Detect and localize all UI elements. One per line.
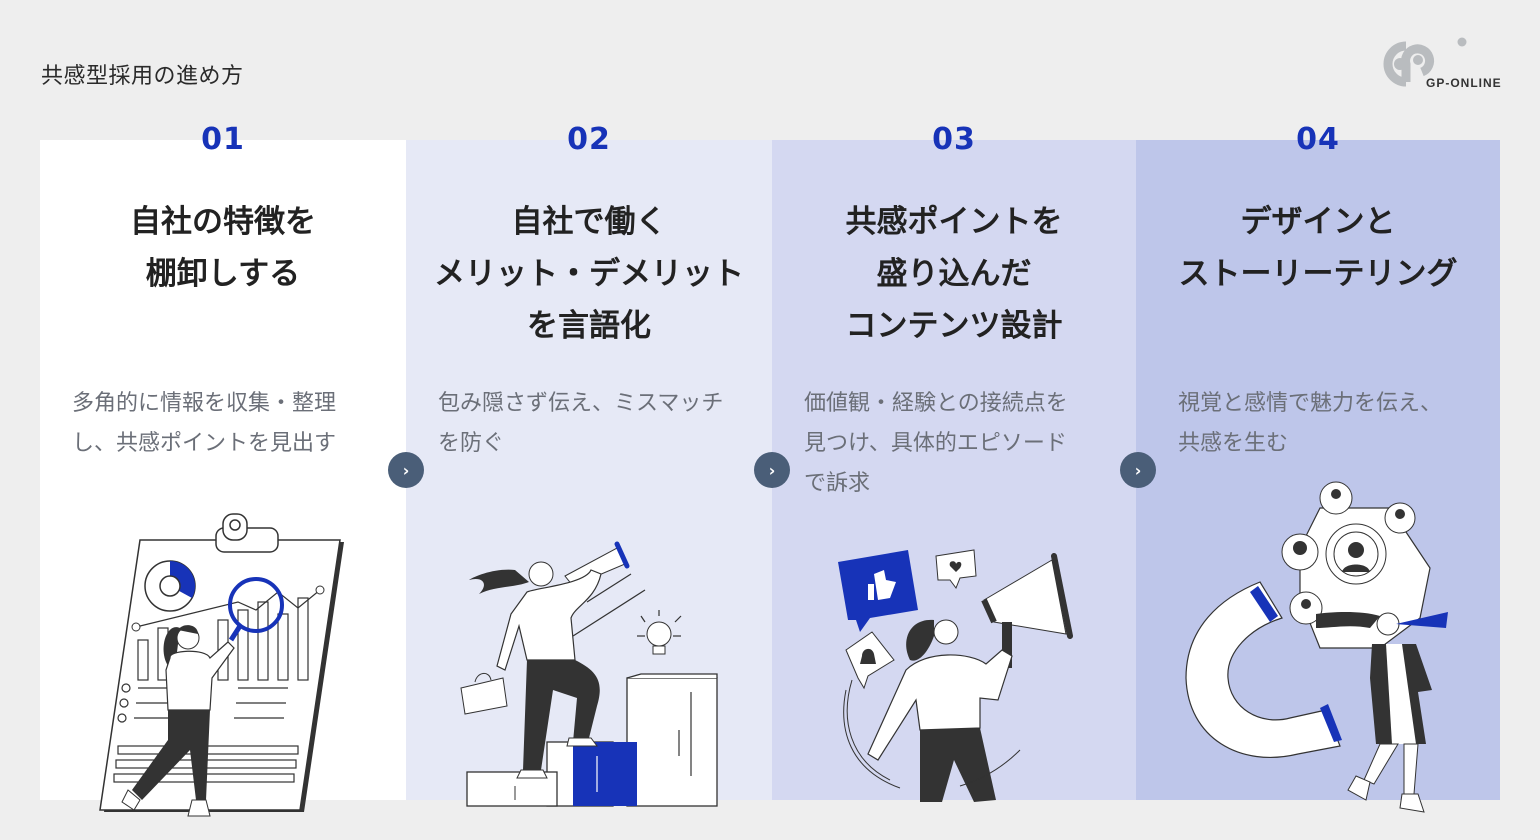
megaphone-illustration	[838, 549, 1073, 802]
next-step-arrow: ›	[754, 452, 790, 488]
next-step-arrow: ›	[388, 452, 424, 488]
step-number: 03	[932, 122, 976, 157]
step-number: 02	[567, 122, 611, 157]
step-heading: 共感ポイントを 盛り込んだ コンテンツ設計	[845, 204, 1063, 344]
climbing-steps-illustration	[460, 541, 718, 807]
step-description: 視覚と感情で魅力を伝え、 共感を生む	[1178, 391, 1443, 456]
logo-text: GP-ONLINE	[1426, 76, 1502, 90]
next-step-arrow: ›	[1120, 452, 1156, 488]
step-description: 多角的に情報を収集・整理 し、共感ポイントを見出す	[72, 391, 337, 456]
step-description: 価値観・経験との接続点を 見つけ、具体的エピソード で訴求	[804, 391, 1068, 496]
page-title: 共感型採用の進め方	[41, 64, 244, 89]
chevron-right-icon: ›	[768, 460, 776, 480]
step-description: 包み隠さず伝え、ミスマッチ を防ぐ	[438, 391, 724, 456]
step-heading: 自社の特徴を 棚卸しする	[130, 204, 316, 292]
magnet-attraction-illustration	[1185, 481, 1448, 813]
step-4-panel: 04 デザインと ストーリーテリング 視覚と感情で魅力を伝え、 共感を生む	[1136, 122, 1500, 800]
chevron-right-icon: ›	[1134, 460, 1142, 480]
clipboard-analysis-illustration	[99, 513, 344, 817]
logo-mark-icon	[1383, 37, 1467, 87]
step-heading: 自社で働く メリット・デメリット を言語化	[434, 204, 744, 344]
gp-online-logo: GP-ONLINE	[1378, 34, 1508, 94]
chevron-right-icon: ›	[402, 460, 410, 480]
process-steps: 01 自社の特徴を 棚卸しする 多角的に情報を収集・整理 し、共感ポイントを見出…	[40, 122, 1500, 800]
step-heading: デザインと ストーリーテリング	[1178, 204, 1458, 292]
step-number: 01	[201, 122, 245, 157]
step-number: 04	[1296, 122, 1340, 157]
